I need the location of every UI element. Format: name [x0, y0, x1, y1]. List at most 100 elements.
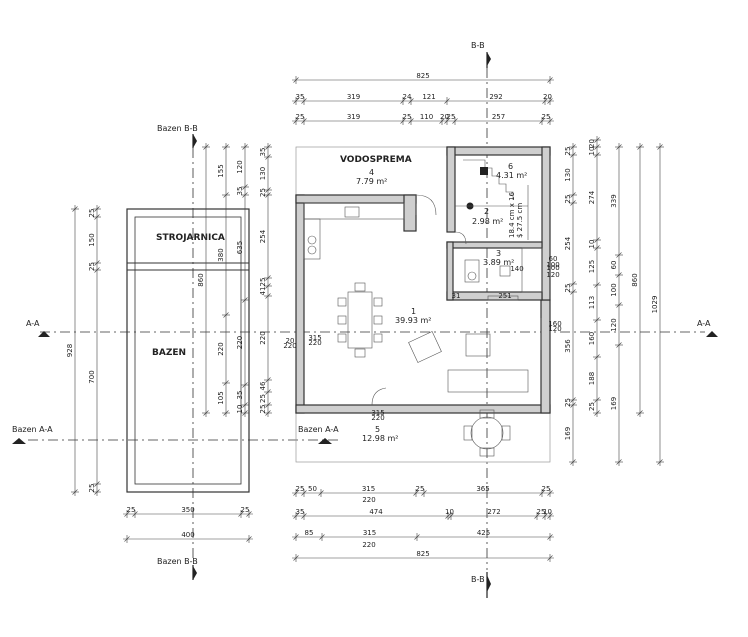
- dim-mid4: 41: [259, 287, 267, 296]
- dim-pool-left1: 25: [88, 209, 96, 218]
- dim-interior: 60: [549, 255, 558, 263]
- dim-pool-bottom2: 400: [181, 531, 194, 539]
- dim-interior: 31: [452, 292, 461, 300]
- dim-right2: 10: [588, 147, 596, 156]
- dim-mid4: 254: [259, 229, 267, 243]
- dim-right1: 25: [564, 147, 572, 156]
- dim-right1: 169: [564, 427, 572, 440]
- dim-mid3: 35: [236, 391, 244, 400]
- room-6-number: 6: [508, 162, 513, 171]
- dim-top-row2: 319: [347, 93, 360, 101]
- dim-pool-left1: 25: [88, 484, 96, 493]
- dim-right3: 339: [610, 194, 618, 207]
- terrace-table: [463, 409, 511, 457]
- room-2-number: 2: [484, 207, 489, 216]
- kitchen-counter: [303, 202, 405, 260]
- dim-top-row2: 292: [489, 93, 502, 101]
- dim-top-total: 825: [416, 72, 429, 80]
- dim-bottom-row3: 315: [363, 529, 376, 537]
- section-label-bazen-bb-bottom: Bazen B-B: [157, 557, 198, 566]
- dim-interior: 100: [546, 261, 559, 269]
- room-4-area: 7.79 m²: [356, 177, 387, 186]
- stair: [455, 159, 529, 240]
- dim-mid4: 130: [259, 167, 267, 180]
- dim-mid4: 25: [259, 188, 267, 197]
- dim-bottom-row3: 85: [305, 529, 314, 537]
- dim-mid1: 220: [217, 342, 225, 355]
- room-2-area: 2.98 m²: [472, 217, 503, 226]
- dim-right3: 169: [610, 397, 618, 410]
- dim-right1: 25: [564, 195, 572, 204]
- dim-bottom-row1-sub: 220: [362, 496, 375, 504]
- dim-top-row3: 110: [420, 113, 433, 121]
- dim-right2: 113: [588, 296, 596, 309]
- dim-mid3: 635: [236, 241, 244, 254]
- dim-top-row3: 25: [447, 113, 456, 121]
- dim-top-row2: 20: [543, 93, 552, 101]
- dim-bottom-row2: 10: [445, 508, 454, 516]
- dim-interior: 251: [498, 292, 511, 300]
- dim-pool-left1: 700: [88, 370, 96, 383]
- room-1-number: 1: [411, 307, 416, 316]
- dim-mid4: 25: [259, 394, 267, 403]
- dim-mid1: 380: [217, 248, 225, 261]
- room-5-number: 5: [375, 425, 380, 434]
- section-label-aa-left: A-A: [26, 319, 40, 328]
- dim-top-row3: 25: [542, 113, 551, 121]
- dim-interior: 315: [371, 409, 384, 417]
- dim-right2: 10: [588, 240, 596, 249]
- room-4-name: VODOSPREMA: [340, 155, 412, 165]
- dim-interior: 220: [308, 339, 321, 347]
- dim-right1: 25: [564, 398, 572, 407]
- section-marker-aa-left: A-A: [26, 319, 50, 337]
- dim-mid3: 35: [236, 187, 244, 196]
- section-label-bazen-aa-right: Bazen A-A: [298, 425, 339, 434]
- stair-note: 18.4 cm x 16: [508, 191, 516, 238]
- dim-top-row2: 24: [403, 93, 412, 101]
- dim-bottom-row1: 25: [416, 485, 425, 493]
- dim-top-row3: 319: [347, 113, 360, 121]
- section-label-bb-top: B-B: [471, 41, 485, 50]
- dim-top-row2: 35: [296, 93, 305, 101]
- dim-bottom-row2: 35: [296, 508, 305, 516]
- dimension-lines: [71, 76, 664, 562]
- dim-pool-left2: 928: [66, 344, 74, 357]
- dim-interior: 120: [546, 271, 559, 279]
- dim-bottom-row1: 25: [296, 485, 305, 493]
- dim-top-row2: 121: [422, 93, 435, 101]
- dim-mid2: 860: [197, 273, 205, 286]
- dim-mid4: 35: [259, 148, 267, 157]
- dim-interior: 120: [548, 325, 561, 333]
- dim-top-row3: 25: [403, 113, 412, 121]
- dim-mid4: 46: [259, 381, 267, 390]
- dim-top-row3: 20: [440, 113, 449, 121]
- dim-right3: 100: [610, 283, 618, 296]
- dim-mid3: 120: [236, 160, 244, 173]
- dim-interior: 220: [283, 342, 296, 350]
- house-walls: [295, 146, 551, 414]
- dim-bottom-row1: 50: [308, 485, 317, 493]
- dim-right1: 254: [564, 236, 572, 250]
- section-label-aa-right: A-A: [697, 319, 711, 328]
- section-marker-bb-top: B-B: [471, 41, 491, 68]
- pool-title-pool: BAZEN: [152, 348, 186, 358]
- room-1-area: 39.93 m²: [395, 316, 431, 325]
- dim-mid3: 10: [236, 405, 244, 414]
- section-marker-aa-right: A-A: [697, 319, 718, 337]
- dim-right2: 20: [588, 139, 596, 148]
- section-label-bazen-bb-top: Bazen B-B: [157, 124, 198, 133]
- door-swings: [371, 194, 542, 406]
- dim-bottom-row2: 272: [487, 508, 500, 516]
- section-label-bazen-aa-left: Bazen A-A: [12, 425, 53, 434]
- room-3-number: 3: [496, 249, 501, 258]
- dim-interior: 315: [308, 334, 321, 342]
- dim-bottom-row1: 315: [362, 485, 375, 493]
- dim-mid3: 220: [236, 336, 244, 349]
- dim-right2: 160: [588, 332, 596, 345]
- dim-right1: 130: [564, 168, 572, 181]
- pool-title-machine-room: STROJARNICA: [156, 233, 225, 243]
- dim-interior: 100: [546, 264, 559, 272]
- dim-right1: 356: [564, 339, 572, 353]
- dim-mid4: 220: [259, 331, 267, 344]
